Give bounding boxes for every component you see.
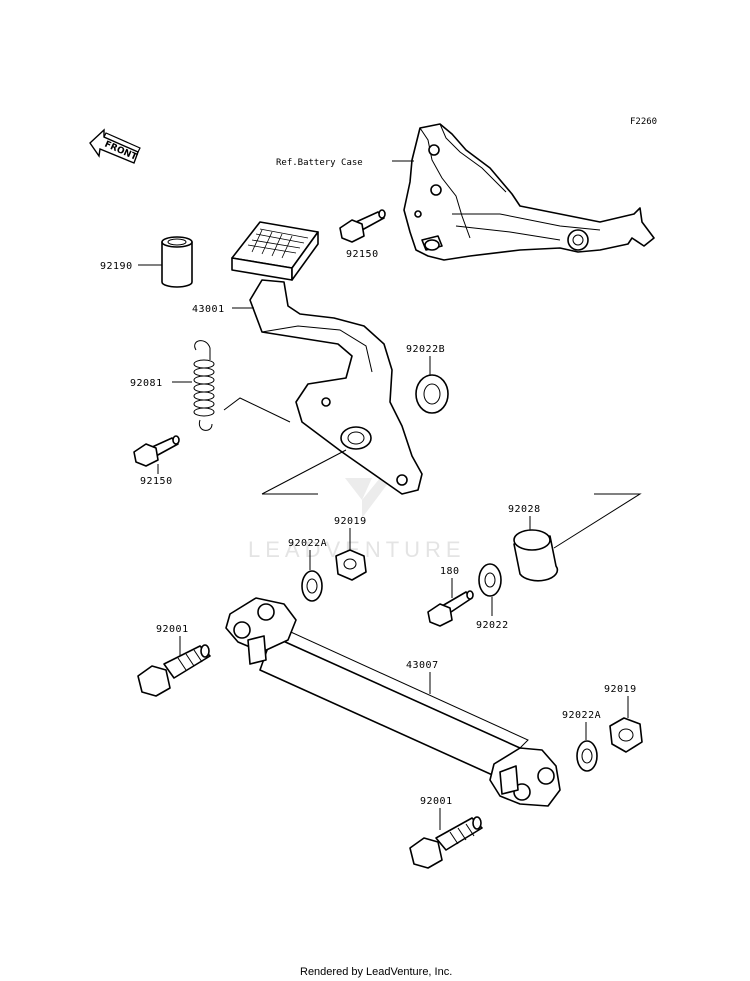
collar-92028 xyxy=(513,529,559,582)
callout-92022A-bottom: 92022A xyxy=(562,710,601,721)
callout-180: 180 xyxy=(440,566,460,577)
spring-92081 xyxy=(193,340,215,431)
callout-92022: 92022 xyxy=(476,620,509,631)
callout-92150-bottom: 92150 xyxy=(140,476,173,487)
callout-92028: 92028 xyxy=(508,504,541,515)
washer-92022A-bottom xyxy=(576,740,598,772)
washer-92022 xyxy=(478,563,502,597)
footer-credit: Rendered by LeadVenture, Inc. xyxy=(300,966,452,978)
battery-case-bracket xyxy=(403,123,655,261)
callout-92081: 92081 xyxy=(130,378,163,389)
bolt-92001-top xyxy=(137,644,211,697)
watermark: LEADVENTURE xyxy=(248,478,461,562)
washer-92022B xyxy=(415,374,449,414)
bolt-92150-top xyxy=(339,209,386,243)
callout-92001-bottom: 92001 xyxy=(420,796,453,807)
watermark-logo-icon xyxy=(345,478,392,518)
collar-92190 xyxy=(161,236,193,288)
bolt-92150-bottom xyxy=(133,435,180,467)
callout-92190: 92190 xyxy=(100,261,133,272)
callout-92022B: 92022B xyxy=(406,344,445,355)
brake-rod-43007 xyxy=(225,597,561,807)
bolt-92001-bottom xyxy=(409,816,483,869)
callout-43007: 43007 xyxy=(406,660,439,671)
nut-92019-bottom xyxy=(609,717,643,753)
front-arrow-icon: FRONT xyxy=(89,128,141,164)
callout-92019-top: 92019 xyxy=(334,516,367,527)
brake-pedal-43001 xyxy=(231,221,423,495)
callout-92150-top: 92150 xyxy=(346,249,379,260)
callout-92019-bottom: 92019 xyxy=(604,684,637,695)
figure-code: F2260 xyxy=(630,117,657,127)
ref-battery-case-label: Ref.Battery Case xyxy=(276,158,363,168)
callout-92022A-top: 92022A xyxy=(288,538,327,549)
bolt-180 xyxy=(427,590,474,627)
callout-43001: 43001 xyxy=(192,304,225,315)
nut-92019-top xyxy=(335,549,367,581)
callout-92001-top: 92001 xyxy=(156,624,189,635)
washer-92022A-top xyxy=(301,570,323,602)
